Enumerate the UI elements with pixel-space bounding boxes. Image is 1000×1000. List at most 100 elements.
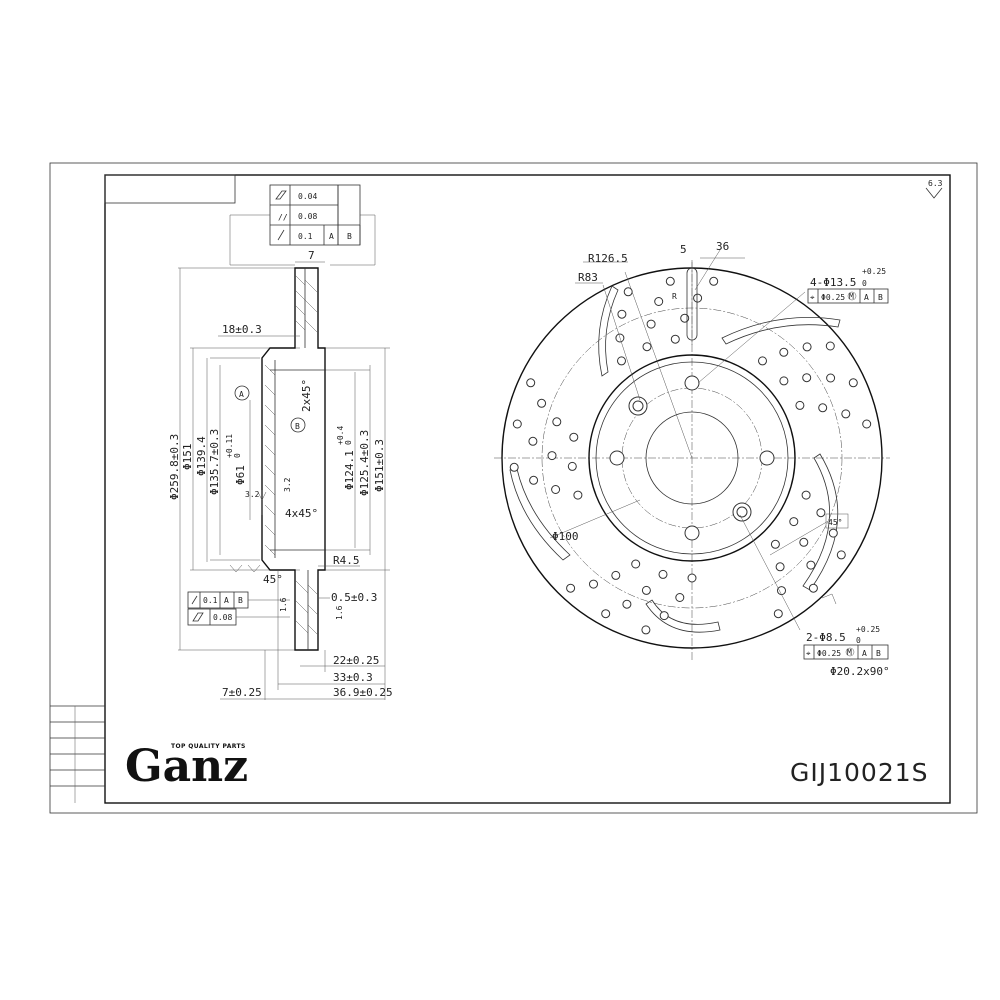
drill-hole [828,528,838,538]
drill-hole [654,297,664,306]
drill-hole [687,573,697,583]
drill-holes [509,276,872,635]
dim-r83: R83 [578,271,598,284]
drill-hole [665,276,675,286]
dim-61-tol2: 0 [233,453,242,458]
drill-hole [779,347,789,357]
ref-b: B [347,232,352,241]
dim-width-22: 22±0.25 [333,654,379,667]
dim-top-width: 7 [308,249,315,262]
drill-hole [773,609,783,619]
drill-hole [693,293,703,303]
pin-tol-up: +0.25 [856,625,880,634]
dim-61: Φ61 [234,465,247,485]
roughness-mark: 6.3 [925,179,943,199]
dim-pin-holes: 2-Φ8.5 [806,631,846,644]
dim-bolt-holes: 4-Φ13.5 [810,276,856,289]
flatness-value: 0.04 [298,192,317,201]
brand-block: TOP QUALITY PARTS Ganz [125,741,248,792]
roughness-value: 6.3 [928,179,943,188]
drill-hole [775,562,785,572]
position-icon: ⌖ [810,293,815,302]
bolt-hole [759,450,775,466]
dim-slot-r: R [672,292,677,301]
brand-tagline: TOP QUALITY PARTS [171,743,246,750]
ref-a-bottom: A [224,596,229,605]
datum-b-bubble [290,417,306,433]
runout-bottom-value: 0.1 [203,596,218,605]
dim-151: Φ151 [181,444,194,471]
tolerance-frame-top: // 0.04 0.08 0.1 A B [229,184,376,266]
tolerance-frame-bottom: 0.1 A B 0.08 [187,591,290,626]
drill-hole [802,373,812,383]
dim-chamfer-bottom: 4x45° [285,507,318,520]
flatness-bottom-value: 0.08 [213,613,232,622]
drill-hole [825,341,835,351]
drill-hole [841,409,851,419]
pin-tol-dn: 0 [856,636,861,645]
dim-125: Φ125.4±0.3 [358,430,371,496]
drill-hole [808,583,818,593]
pin-ref-a: A [862,649,867,658]
drill-hole [622,599,632,609]
bolt-ref-a: A [864,293,869,302]
drill-hole [569,432,579,442]
dim-gap: 0.5±0.3 [331,591,377,604]
drill-hole [675,593,685,602]
drill-hole [779,376,789,386]
dim-124-tol: +0.4 [336,426,345,445]
drill-hole [818,403,828,413]
dim-pcd: Φ100 [552,530,579,543]
drill-hole [529,475,539,485]
dim-countersink: Φ20.2x90° [830,665,890,678]
bolt-hole [684,525,700,541]
rough-1: 1.6 [279,597,288,612]
drill-hole [659,611,669,621]
drill-hole [547,451,557,461]
front-view: R126.5 R83 5 36 R 4-Φ13.5 +0.25 0 ⌖ Φ0.2… [494,240,890,678]
drill-hole [848,378,858,388]
drill-hole [526,378,536,388]
drill-hole [646,319,656,329]
center-bore [645,411,739,505]
bolt-position: Φ0.25 [821,293,845,302]
drill-hole [601,609,611,619]
dim-124: Φ124.1 [343,450,356,490]
drill-hole [551,485,561,494]
drill-hole [617,356,626,366]
drill-hole [528,436,538,446]
bolt-hole [609,450,625,466]
drill-hole [770,539,780,549]
dim-124-tol2: 0 [344,440,353,445]
pin-holes-callout: 2-Φ8.5 +0.25 0 ⌖ Φ0.25 M A B Φ20.2x90° [803,625,890,678]
drill-hole [680,313,690,323]
dim-angle-45-front: 45° [828,518,842,527]
drill-hole [658,569,668,579]
drill-hole [758,356,767,366]
drill-hole [641,625,651,635]
dim-width-33: 33±0.3 [333,671,373,684]
dim-width-7: 7±0.25 [222,686,262,699]
runout-icon-bottom [191,595,198,605]
bolt-holes-callout: 4-Φ13.5 +0.25 0 ⌖ Φ0.25 M A B [807,267,889,304]
drill-hole [509,462,519,472]
dim-61-tol: +0.11 [225,434,234,458]
dim-151-tol: Φ151±0.3 [373,439,386,492]
bolt-tol-dn: 0 [862,279,867,288]
disc-section [261,267,326,651]
drill-hole [799,537,809,547]
bolt-hole [684,375,700,391]
side-view: // 0.04 0.08 0.1 A B [168,184,393,700]
dim-slot-width: 5 [680,243,687,256]
drill-hole [816,508,826,518]
drill-hole [642,342,652,352]
flatness-icon [275,190,287,200]
bolt-mod-m: M [849,292,854,301]
pin-position: Φ0.25 [817,649,841,658]
dim-r3-2-b: 3.2 [283,477,292,492]
drill-hole [552,417,562,427]
dim-width-36: 36.9±0.25 [333,686,393,699]
datum-b-label: B [295,422,300,431]
drawing-frame [49,162,978,814]
bolt-ref-b: B [878,293,883,302]
